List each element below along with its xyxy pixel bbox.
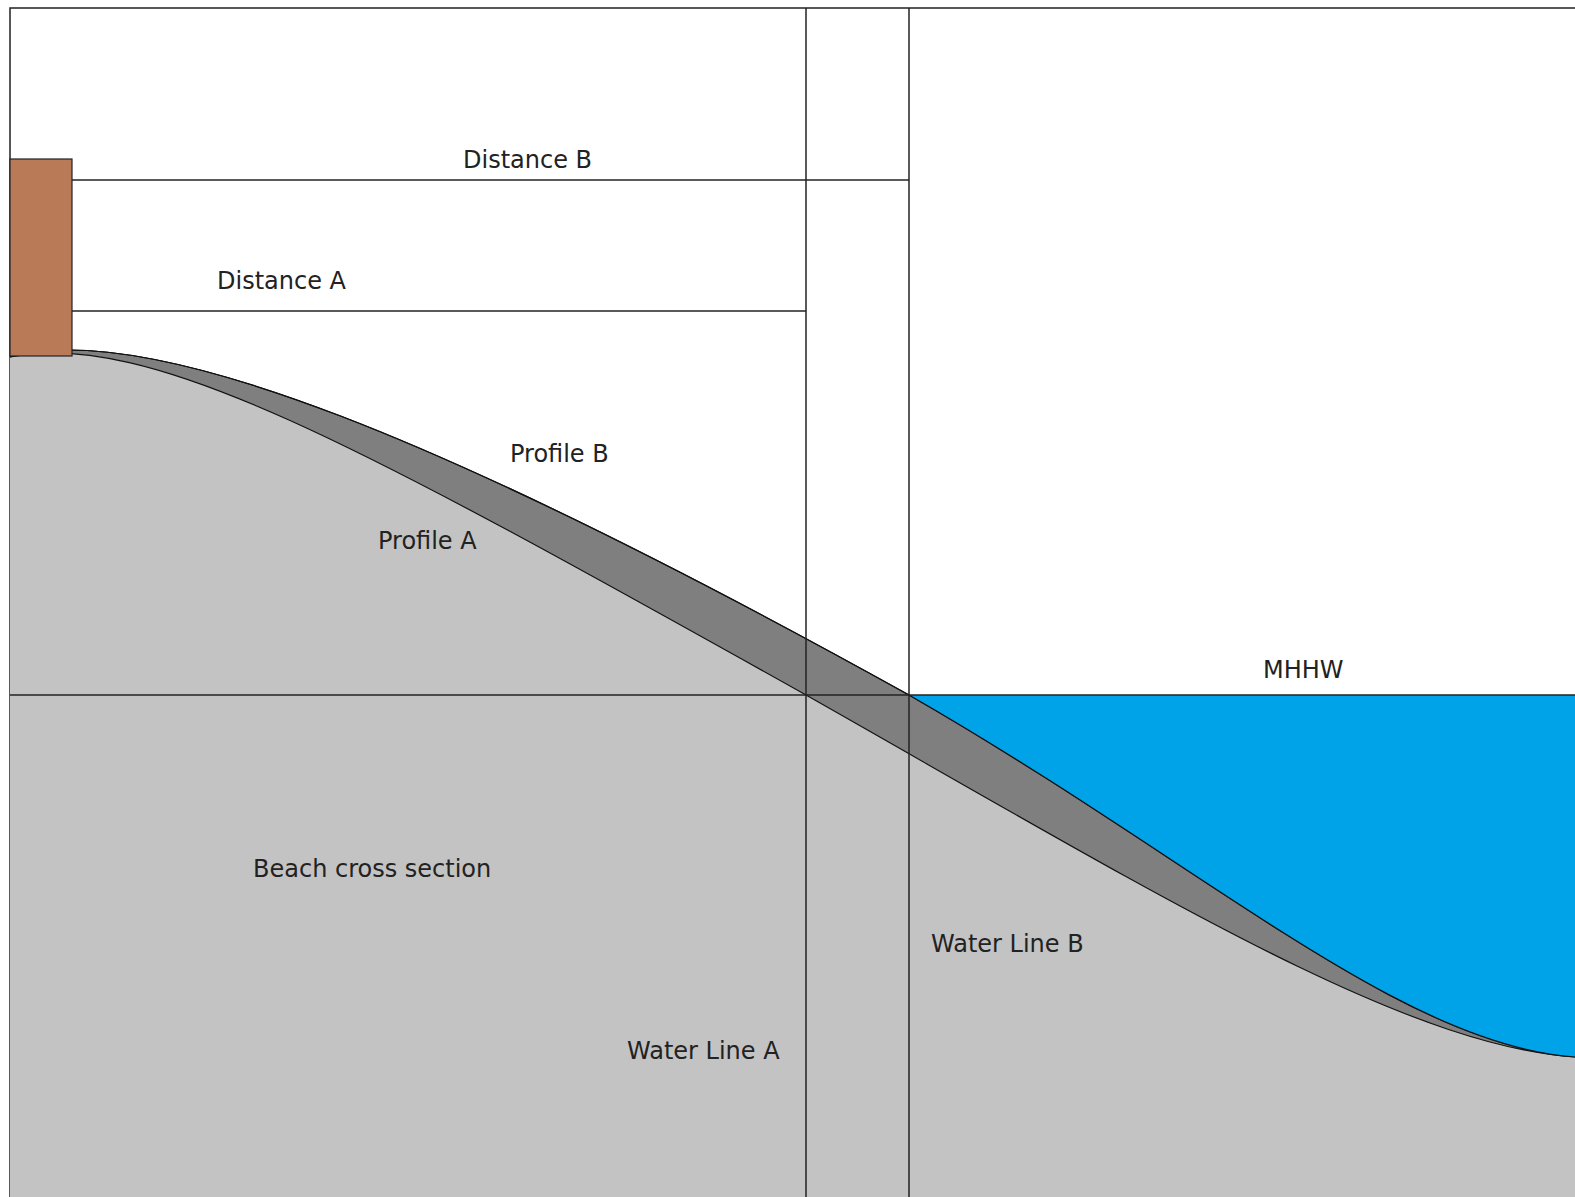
water-line-a — [805, 8, 807, 1197]
distance-label: Distance A — [217, 267, 346, 296]
area-label: Beach cross section — [253, 855, 491, 884]
water-line-b — [908, 8, 910, 1197]
distance-b-line — [72, 179, 909, 181]
frame — [10, 8, 1575, 1197]
distance-a-line — [72, 310, 806, 312]
profile-label: Profile B — [510, 440, 609, 469]
profile-label: Profile A — [378, 527, 477, 556]
water-line-label: Water Line B — [931, 930, 1084, 959]
profile-b-line — [10, 350, 1575, 1057]
sand-layer — [10, 350, 1575, 1057]
beach-fill — [10, 353, 1575, 1197]
water-line-label: Water Line A — [627, 1037, 780, 1066]
tide-label: MHHW — [1263, 656, 1344, 685]
distance-label: Distance B — [463, 146, 592, 175]
mhhw-line — [10, 694, 1575, 696]
water — [909, 695, 1575, 1057]
building — [10, 159, 72, 356]
